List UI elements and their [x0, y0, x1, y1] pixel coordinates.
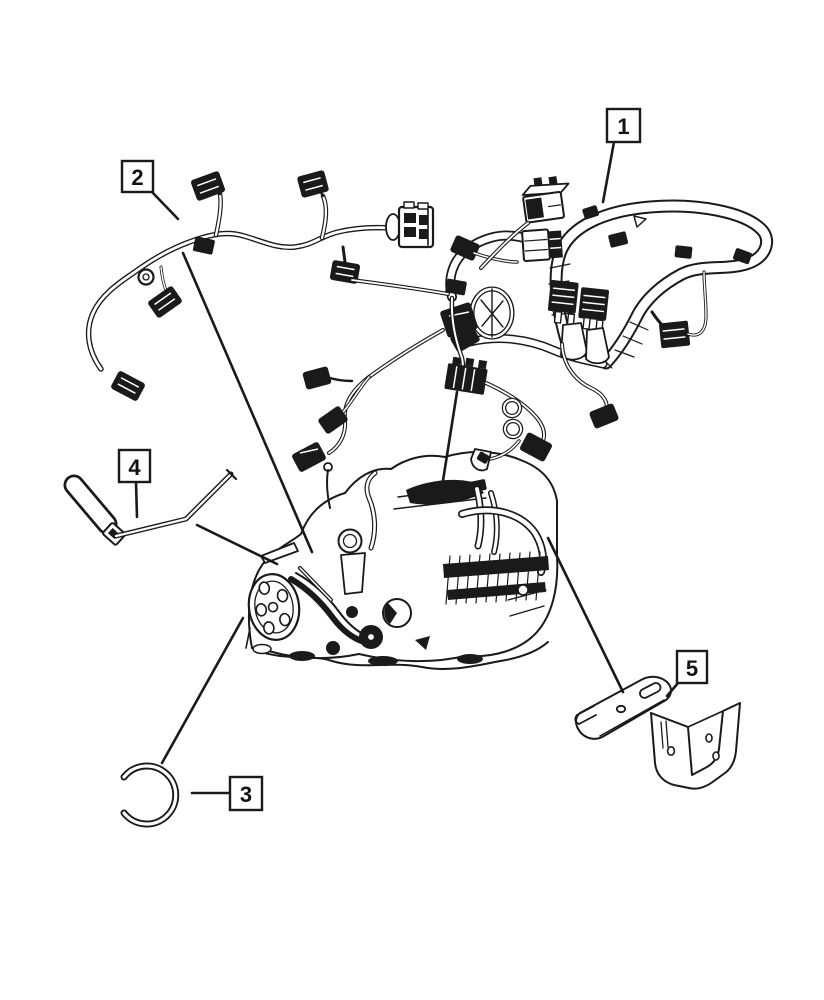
strap-retainer — [63, 468, 238, 546]
callout-box — [228, 775, 264, 812]
harness-connector-block-b — [521, 228, 563, 263]
callout-label: 4 — [128, 455, 141, 480]
callout-label: 2 — [131, 165, 143, 190]
leader-line — [546, 536, 625, 694]
upper-connector-b — [297, 170, 329, 198]
crank-pulley — [247, 573, 301, 641]
engine-mount-arm — [260, 542, 299, 564]
callout-3[interactable]: 3 — [228, 775, 264, 812]
engine — [245, 451, 559, 670]
throttle-body — [337, 528, 363, 554]
callout-label: 5 — [686, 656, 698, 681]
sensor-connector-pair — [547, 280, 610, 333]
leader-line — [181, 251, 314, 554]
retainer-clip — [120, 762, 180, 828]
callout-label: 1 — [617, 114, 629, 139]
callout-1[interactable]: 1 — [605, 107, 642, 144]
callout-box — [675, 649, 709, 685]
leader-line — [440, 390, 459, 489]
drive-belt — [288, 576, 367, 645]
right-end-connector — [659, 320, 691, 349]
wiring-harness-left — [85, 170, 467, 401]
leader-line — [150, 190, 180, 221]
droop-end-connector — [111, 371, 145, 401]
leader-line — [160, 616, 245, 765]
wiring-harness-right — [292, 176, 774, 472]
finned-connector — [444, 356, 488, 395]
callout-2[interactable]: 2 — [120, 159, 155, 194]
callout-5[interactable]: 5 — [675, 649, 709, 685]
leader-line — [601, 140, 616, 204]
leader-line — [195, 523, 279, 566]
harness-connector-block-a — [521, 176, 570, 224]
callout-label: 3 — [240, 782, 252, 807]
lower-connector-c — [148, 286, 182, 318]
leader-line — [134, 480, 139, 519]
callout-box — [120, 159, 155, 194]
callout-4[interactable]: 4 — [117, 448, 152, 484]
lower-connector-e — [329, 260, 361, 284]
mounting-bracket — [574, 675, 741, 790]
callout-box — [605, 107, 642, 144]
callout-box — [117, 448, 152, 484]
harness-clip-ring — [137, 268, 155, 286]
leader-lines — [134, 140, 680, 795]
main-end-connector — [385, 201, 435, 249]
leader-line — [665, 681, 680, 698]
upper-connector-a — [190, 171, 226, 201]
